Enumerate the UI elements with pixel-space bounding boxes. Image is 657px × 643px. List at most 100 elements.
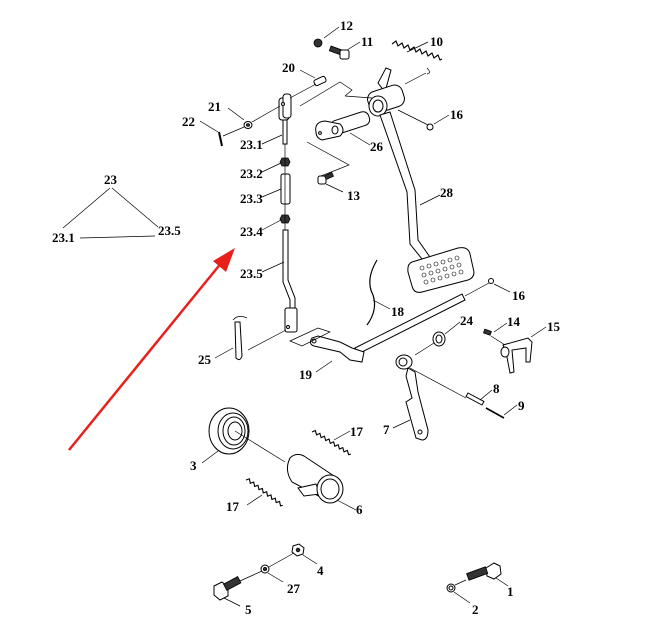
assembly-axis	[247, 329, 287, 351]
rod-part	[282, 229, 296, 313]
leader-23-1	[261, 134, 283, 145]
assembly-axis	[464, 282, 490, 297]
pin-part	[313, 75, 327, 87]
fork-15: 15	[500, 319, 561, 374]
assembly-axis	[454, 579, 467, 586]
fork-part	[502, 337, 533, 374]
washer-21: 21	[208, 99, 281, 129]
part-tree: 23 23.1 23.5	[52, 172, 181, 245]
pedal-pad	[407, 247, 475, 293]
lever-hub-bore	[398, 357, 408, 367]
tree-line	[111, 187, 159, 228]
assembly-axis	[289, 83, 317, 99]
pedal-arm	[379, 111, 433, 265]
callout-23-4: 23.4	[240, 224, 263, 239]
washer-hole	[245, 123, 250, 127]
callout-11: 11	[361, 34, 373, 49]
bolt-head	[339, 49, 350, 60]
clip-25: 25	[198, 316, 287, 367]
shaft-plate	[315, 120, 344, 141]
leader-23-3	[261, 188, 282, 198]
leader-27	[267, 572, 284, 583]
nut-12: 12	[313, 18, 353, 48]
leader-2	[453, 591, 471, 604]
sleeve-6: 6	[286, 453, 363, 517]
phantom-line	[306, 141, 350, 177]
callout-23-1: 23.1	[240, 137, 263, 152]
nut-part	[313, 38, 323, 48]
leader-8	[479, 389, 493, 401]
nipple-part	[426, 123, 434, 131]
tree-line	[79, 235, 156, 239]
washer-24: 24	[414, 313, 474, 356]
leader-3	[201, 450, 219, 464]
callout-13: 13	[347, 188, 361, 203]
callout-28: 28	[440, 185, 454, 200]
lever-7: 7	[383, 354, 429, 441]
callout-27: 27	[287, 581, 301, 596]
pedal-hub-bore-inner	[372, 99, 384, 113]
bolt-11: 11	[328, 34, 373, 60]
leader-6	[336, 499, 357, 511]
bolt-13: 13	[317, 171, 361, 203]
bolt-thread	[222, 576, 242, 591]
assembly-axis	[409, 367, 467, 399]
pin-8: 8	[409, 367, 500, 406]
wire-part	[366, 259, 378, 326]
leader-11	[346, 41, 361, 51]
clip-hook	[232, 316, 248, 321]
callout-19: 19	[299, 367, 313, 382]
tree-left-label: 23.1	[52, 230, 75, 245]
shaft-26: 26	[299, 81, 384, 177]
wire-18: 18	[366, 259, 405, 326]
leader-14	[493, 322, 508, 333]
nut-4: 4	[268, 543, 324, 578]
bolt-5: 5	[213, 576, 252, 617]
cross-shaft-body	[354, 293, 466, 355]
callout-17-lower: 17	[226, 499, 240, 514]
leader-4	[302, 554, 318, 565]
lever-arm	[405, 367, 429, 441]
leader-23-2	[261, 162, 282, 173]
callout-23-2: 23.2	[240, 166, 263, 181]
callout-17-upper: 17	[350, 424, 364, 439]
lever-19: 19	[289, 327, 365, 382]
assembly-axis	[490, 335, 506, 346]
pin-part	[485, 407, 505, 419]
callout-14: 14	[507, 314, 521, 329]
pedal-28: 28	[367, 67, 475, 293]
assembly-axis	[222, 126, 245, 137]
leader-18	[372, 299, 391, 310]
assembly-axis	[251, 105, 281, 123]
leader-21	[227, 107, 245, 121]
phantom-line	[344, 95, 373, 99]
grease-nipple-16-top: 16	[397, 107, 464, 131]
washer-hole	[262, 567, 267, 572]
sleeve-bore-inner	[320, 478, 340, 500]
clevis-hole	[281, 102, 285, 106]
fork-bore	[500, 346, 510, 358]
leader-24	[444, 321, 461, 335]
callout-21: 21	[208, 99, 221, 114]
bolt-head	[317, 175, 327, 185]
callout-16-bottom: 16	[512, 288, 526, 303]
tree-root-label: 23	[104, 172, 118, 187]
rod-clevis-hole	[286, 325, 290, 329]
washer-hole	[448, 585, 454, 591]
assembly-axis	[268, 552, 295, 568]
callout-25: 25	[198, 352, 212, 367]
pin-part	[465, 392, 485, 406]
leader-16b	[493, 283, 511, 293]
bolt-head	[485, 562, 502, 580]
lever-part	[309, 335, 365, 363]
leader-1	[495, 577, 509, 587]
leader-28	[419, 194, 441, 206]
tree-right-label: 23.5	[158, 223, 181, 238]
phantom-plate	[289, 327, 331, 347]
spring-coil	[245, 478, 283, 507]
clevis-part	[282, 93, 292, 119]
callout-3: 3	[190, 458, 197, 473]
callout-20: 20	[282, 60, 295, 75]
leader-22	[199, 120, 219, 133]
